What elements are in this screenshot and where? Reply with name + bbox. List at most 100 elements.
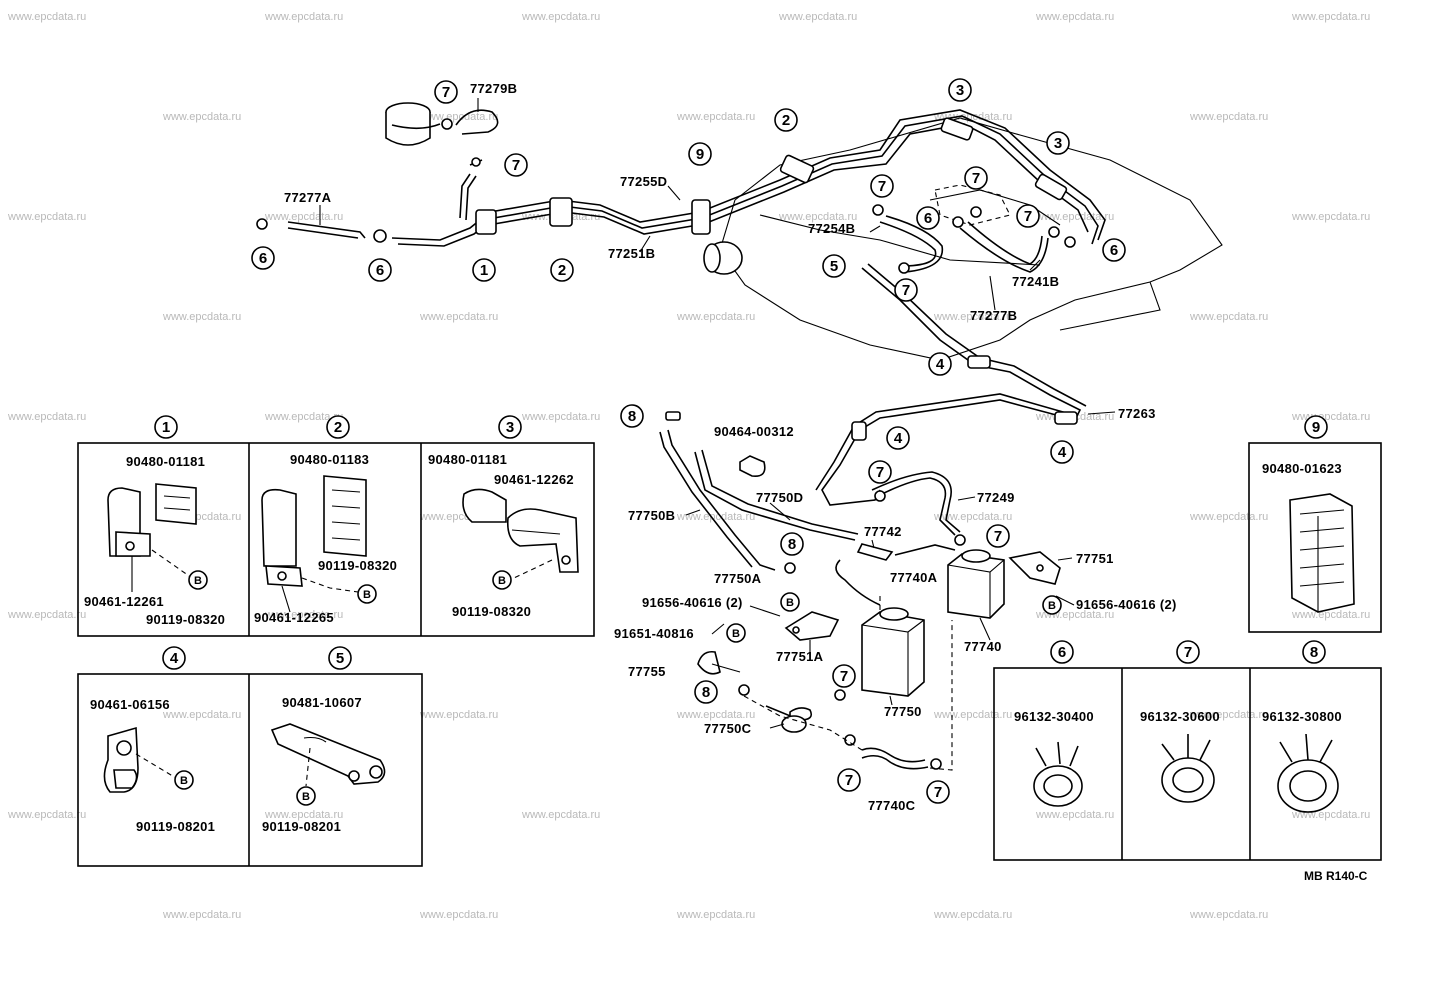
- label-77241B: 77241B: [1012, 274, 1059, 289]
- label-91651-40816: 91651-40816: [614, 626, 694, 641]
- label-77254B: 77254B: [808, 221, 855, 236]
- label-77751: 77751: [1076, 551, 1114, 566]
- svg-text:B: B: [363, 589, 371, 601]
- callout-2[interactable]: 2: [550, 258, 574, 282]
- callout-6[interactable]: 6: [916, 206, 940, 230]
- bolt-marker[interactable]: B: [188, 570, 208, 590]
- callout-8[interactable]: 8: [620, 404, 644, 428]
- bolt-marker[interactable]: B: [780, 592, 800, 612]
- callout-3[interactable]: 3: [948, 78, 972, 102]
- watermark: www.epcdata.ru: [1035, 11, 1114, 23]
- inset-group-1-3: 1 2 3 90480-01181 90461-12261 B 90119-08…: [77, 415, 595, 637]
- svg-text:7: 7: [994, 528, 1002, 545]
- svg-text:8: 8: [1310, 644, 1318, 661]
- callout-7[interactable]: 7: [504, 153, 528, 177]
- callout-7[interactable]: 7: [894, 278, 918, 302]
- inset-2-header[interactable]: 2: [326, 415, 350, 439]
- label-90464-00312: 90464-00312: [714, 424, 794, 439]
- svg-text:6: 6: [376, 262, 384, 279]
- svg-text:4: 4: [1058, 444, 1067, 461]
- watermark: www.epcdata.ru: [521, 11, 600, 23]
- watermark: www.epcdata.ru: [419, 709, 498, 721]
- bolt-marker[interactable]: B: [492, 570, 512, 590]
- watermark: www.epcdata.ru: [676, 511, 755, 523]
- inset-1-part-c: 90119-08320: [146, 612, 225, 627]
- watermark: www.epcdata.ru: [778, 211, 857, 223]
- svg-text:7: 7: [1024, 208, 1032, 225]
- watermark: www.epcdata.ru: [1035, 809, 1114, 821]
- watermark: www.epcdata.ru: [676, 111, 755, 123]
- label-77255D: 77255D: [620, 174, 667, 189]
- callout-7[interactable]: 7: [434, 80, 458, 104]
- canister-area-drawing: [659, 411, 1061, 771]
- svg-text:3: 3: [506, 419, 514, 436]
- inset-5-part-b: 90119-08201: [262, 819, 341, 834]
- svg-text:7: 7: [972, 170, 980, 187]
- callout-7[interactable]: 7: [1016, 204, 1040, 228]
- svg-text:6: 6: [259, 250, 267, 267]
- watermark: www.epcdata.ru: [521, 809, 600, 821]
- inset-4-header[interactable]: 4: [162, 646, 186, 670]
- label-77750C: 77750C: [704, 721, 752, 736]
- callout-9[interactable]: 9: [688, 142, 712, 166]
- label-77750B: 77750B: [628, 508, 675, 523]
- svg-text:7: 7: [876, 464, 884, 481]
- callout-3[interactable]: 3: [1046, 131, 1070, 155]
- callout-7[interactable]: 7: [868, 460, 892, 484]
- svg-text:1: 1: [162, 419, 170, 436]
- inset-1-header[interactable]: 1: [154, 415, 178, 439]
- inset-6-part-a: 96132-30400: [1014, 709, 1094, 724]
- label-77750: 77750: [884, 704, 922, 719]
- svg-text:B: B: [180, 775, 188, 787]
- watermark: www.epcdata.ru: [162, 709, 241, 721]
- svg-text:3: 3: [956, 82, 964, 99]
- inset-2-part-b: 90119-08320: [318, 558, 397, 573]
- callout-5[interactable]: 5: [822, 254, 846, 278]
- callout-4[interactable]: 4: [928, 352, 952, 376]
- svg-text:B: B: [1048, 600, 1056, 612]
- callout-6[interactable]: 6: [1102, 238, 1126, 262]
- watermark: www.epcdata.ru: [7, 411, 86, 423]
- watermark: www.epcdata.ru: [778, 11, 857, 23]
- callout-6[interactable]: 6: [251, 246, 275, 270]
- inset-6-header[interactable]: 6: [1050, 640, 1074, 664]
- fuel-tank-drawing: [703, 117, 1223, 361]
- callout-2[interactable]: 2: [774, 108, 798, 132]
- label-77742: 77742: [864, 524, 902, 539]
- callout-8[interactable]: 8: [694, 680, 718, 704]
- label-77740: 77740: [964, 639, 1002, 654]
- callout-8[interactable]: 8: [780, 532, 804, 556]
- callout-4[interactable]: 4: [886, 426, 910, 450]
- bolt-marker[interactable]: B: [726, 623, 746, 643]
- svg-text:4: 4: [894, 430, 903, 447]
- callout-7[interactable]: 7: [837, 768, 861, 792]
- svg-text:7: 7: [1184, 644, 1192, 661]
- inset-5-header[interactable]: 5: [328, 646, 352, 670]
- bolt-marker[interactable]: B: [1042, 595, 1062, 615]
- watermark: www.epcdata.ru: [162, 111, 241, 123]
- inset-3-header[interactable]: 3: [498, 415, 522, 439]
- inset-group-4-5: 4 5 90461-06156 B 90119-08201 90481-1060…: [77, 646, 423, 867]
- callout-7[interactable]: 7: [870, 174, 894, 198]
- fuel-line-bundle: [256, 109, 1106, 506]
- inset-7-header[interactable]: 7: [1176, 640, 1200, 664]
- svg-text:2: 2: [558, 262, 566, 279]
- watermark: www.epcdata.ru: [676, 311, 755, 323]
- callout-7[interactable]: 7: [964, 166, 988, 190]
- callout-7[interactable]: 7: [986, 524, 1010, 548]
- bolt-marker[interactable]: B: [296, 786, 316, 806]
- bolt-marker[interactable]: B: [174, 770, 194, 790]
- callout-6[interactable]: 6: [368, 258, 392, 282]
- callout-1[interactable]: 1: [472, 258, 496, 282]
- inset-9-part-a: 90480-01623: [1262, 461, 1342, 476]
- watermark: www.epcdata.ru: [1291, 609, 1370, 621]
- callout-7[interactable]: 7: [832, 664, 856, 688]
- inset-8-header[interactable]: 8: [1302, 640, 1326, 664]
- callout-4[interactable]: 4: [1050, 440, 1074, 464]
- watermark: www.epcdata.ru: [1189, 909, 1268, 921]
- callout-7[interactable]: 7: [926, 780, 950, 804]
- bolt-marker[interactable]: B: [357, 584, 377, 604]
- label-77755: 77755: [628, 664, 666, 679]
- main-callouts: 7 7 6 6 1 2 9 2 3 3 7 7 6 7 6 5 7 4 4 4 …: [251, 78, 1126, 804]
- inset-9-header[interactable]: 9: [1304, 415, 1328, 439]
